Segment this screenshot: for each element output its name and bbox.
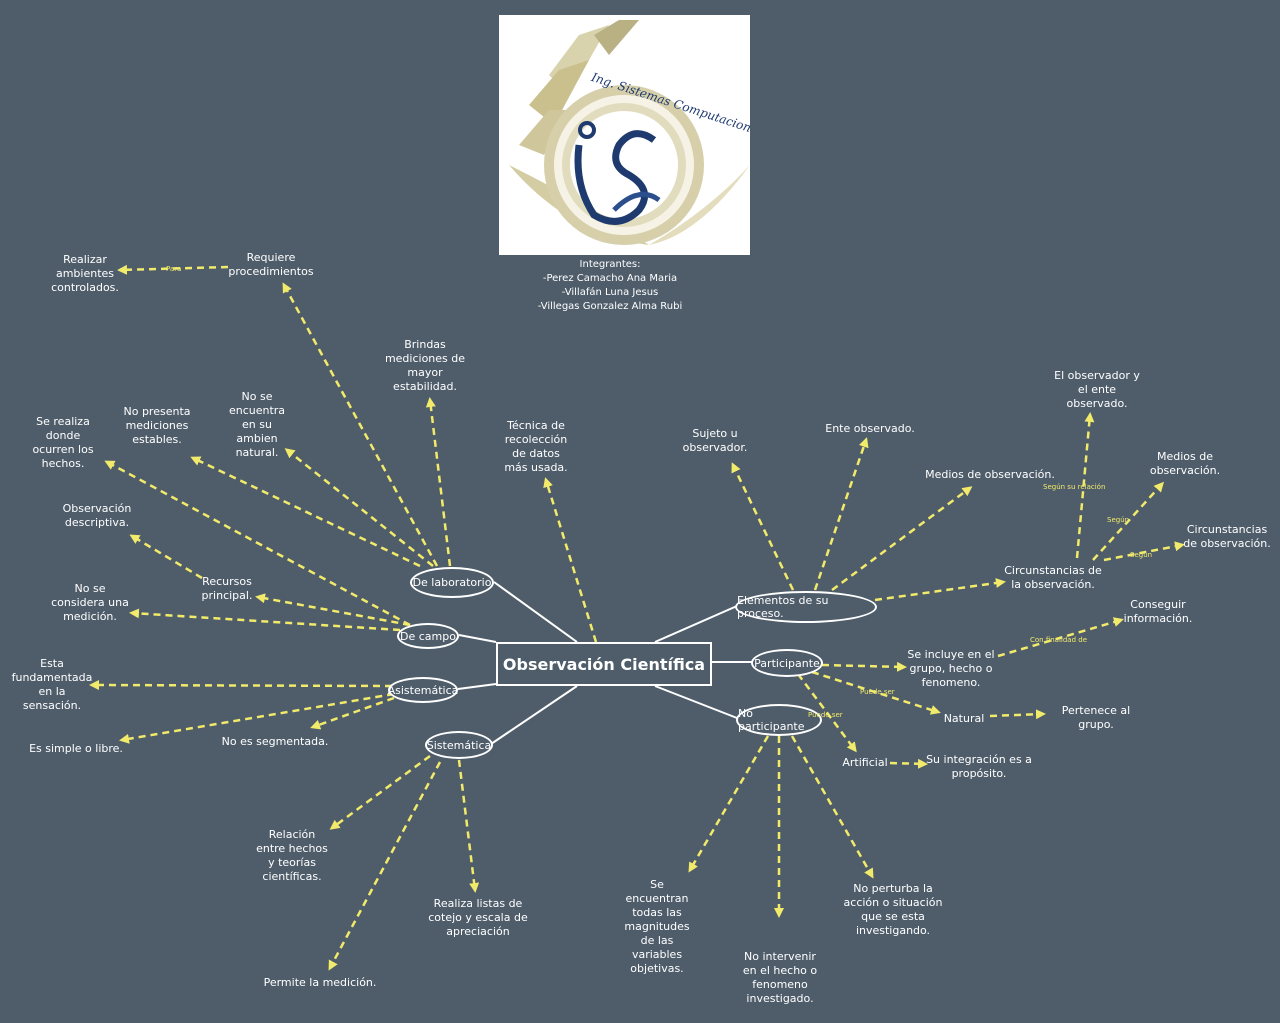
text-observador-ente: El observador y el ente observado. [1054, 369, 1140, 410]
arrow-no-segmentada [310, 696, 395, 730]
arrow-ente [813, 437, 869, 591]
arrow-natural [811, 670, 941, 715]
arrow-sujeto [731, 462, 795, 591]
team-member: -Villegas Gonzalez Alma Rubi [537, 301, 683, 312]
text-realiza-listas: Realiza listas de cotejo y escala de apr… [428, 897, 528, 938]
connector-asistematica [457, 683, 497, 690]
team-heading: Integrantes: [579, 259, 641, 270]
text-medios-observacion-2: Medios de observación. [1149, 450, 1221, 477]
text-conseguir-informacion: Conseguir información. [1123, 598, 1193, 625]
text-no-intervenir: No intervenir en el hecho o fenomeno inv… [742, 950, 818, 1005]
arrow-requiere [282, 282, 439, 567]
text-brindas-mediciones: Brindas mediciones de mayor estabilidad. [384, 338, 466, 393]
arrow-relacion [329, 754, 431, 830]
text-sujeto: Sujeto u observador. [682, 427, 748, 454]
arrow-tecnica [543, 477, 598, 643]
central-topic[interactable]: Observación Científica [496, 642, 712, 686]
arrow-integracion [889, 758, 928, 769]
arrow-esta-fundamentada [89, 680, 393, 691]
team-member: -Villafán Luna Jesus [561, 287, 659, 298]
connector-campo [458, 634, 497, 643]
arrow-brindas [425, 397, 452, 567]
node-participante[interactable]: Participante [751, 649, 823, 677]
logo-emblem-icon [509, 20, 750, 245]
arrow-con-finalidad [997, 617, 1124, 658]
text-permite-medicion: Permite la medición. [263, 976, 377, 989]
arrow-no-presenta [190, 456, 421, 568]
arrow-no-se-encuentra [284, 448, 434, 567]
text-no-perturba: No perturba la acción o situación que se… [843, 882, 943, 937]
arrow-para [117, 264, 229, 275]
arrow-pertenece [989, 709, 1046, 720]
text-es-simple: Es simple o libre. [29, 742, 123, 755]
node-de-laboratorio[interactable]: De laboratorio [410, 567, 494, 598]
text-ente-observado: Ente observado. [825, 422, 915, 435]
text-se-incluye: Se incluye en el grupo, hecho o fenomeno… [907, 648, 995, 689]
connector-elementos [654, 605, 738, 643]
text-su-integracion: Su integración es a propósito. [926, 753, 1032, 780]
arrow-circ-de-la [874, 578, 1006, 602]
text-circunstancias-observacion: Circunstancias de observación. [1183, 523, 1271, 550]
text-natural: Natural [943, 712, 985, 725]
arrow-obs-descriptiva [129, 534, 203, 580]
connector-no-participante [654, 685, 738, 719]
team-members: Integrantes: -Perez Camacho Ana Maria -V… [530, 258, 690, 314]
text-pertenece-grupo: Pertenece al grupo. [1061, 704, 1131, 731]
arrow-artificial [797, 673, 857, 753]
text-requiere-procedimientos: Requiere procedimientos [228, 251, 314, 278]
arrow-segun2 [1103, 541, 1185, 562]
arrow-recursos [255, 593, 411, 627]
arrow-realiza-listas [457, 759, 480, 893]
arrow-no-perturba [790, 735, 874, 879]
tag-con-finalidad: Con finalidad de [1030, 636, 1088, 644]
tag-segun-su-relacion: Según su relación [1043, 483, 1106, 491]
text-no-segmentada: No es segmentada. [221, 735, 329, 748]
tag-segun-1: Según [1107, 516, 1130, 524]
connector-sistematica [490, 685, 578, 745]
text-relacion: Relación entre hechos y teorías científi… [256, 828, 328, 883]
text-observacion-descriptiva: Observación descriptiva. [62, 502, 132, 529]
arrow-se-realiza [104, 460, 411, 627]
text-se-realiza: Se realiza donde ocurren los hechos. [32, 415, 94, 470]
text-no-se-considera: No se considera una medición. [51, 582, 129, 623]
arrow-connectors [89, 264, 1185, 971]
text-recursos-principal: Recursos principal. [201, 575, 253, 602]
node-asistematica[interactable]: Asistemática [388, 677, 458, 703]
text-realizar-ambientes: Realizar ambientes controlados. [51, 253, 119, 294]
text-se-encuentran: Se encuentran todas las magnitudes de la… [624, 878, 690, 975]
text-artificial: Artificial [842, 756, 888, 769]
text-no-se-encuentra: No se encuentra en su ambien natural. [228, 390, 286, 459]
arrow-no-considera [129, 608, 401, 632]
node-de-campo[interactable]: De campo [397, 623, 459, 649]
text-tecnica: Técnica de recolección de datos más usad… [504, 419, 568, 474]
central-connectors [457, 581, 752, 745]
node-sistematica[interactable]: Sistemática [425, 731, 493, 759]
arrow-es-simple [119, 692, 395, 744]
node-elementos[interactable]: Elementos de su proceso. [735, 591, 877, 623]
tag-puede-ser-1: Puede ser [860, 688, 895, 696]
node-no-participante[interactable]: No participante [736, 704, 822, 736]
program-logo: Ing. Sistemas Computacionales [499, 15, 750, 255]
arrow-se-encuentran [688, 735, 770, 873]
tag-puede-ser-2: Puede ser [808, 711, 843, 719]
arrow-medios1 [831, 486, 973, 592]
arrow-segun1 [1092, 481, 1165, 561]
arrow-permite [328, 761, 442, 971]
text-esta-fundamentada: Esta fundamentada en la sensación. [11, 657, 93, 712]
text-circunstancias-de-la: Circunstancias de la observación. [1004, 564, 1102, 591]
tag-segun-2: Según [1130, 551, 1153, 559]
arrow-se-incluye [821, 661, 907, 672]
text-no-presenta: No presenta mediciones estables. [123, 405, 191, 446]
connector-laboratorio [493, 581, 578, 643]
tag-para: Para [166, 265, 182, 273]
team-member: -Perez Camacho Ana Maria [542, 273, 678, 284]
text-medios-observacion-1: Medios de observación. [925, 468, 1055, 481]
